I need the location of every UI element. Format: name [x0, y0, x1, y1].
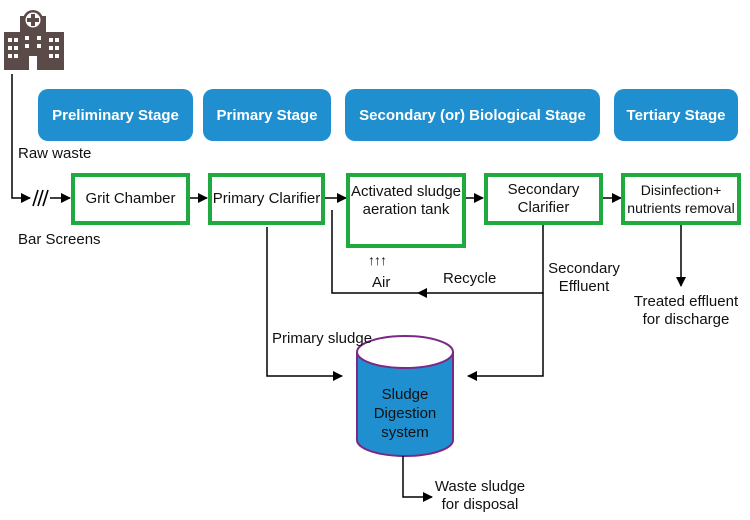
stage-secondary: Secondary (or) Biological Stage — [345, 89, 600, 141]
bar-screens-label: Bar Screens — [18, 231, 101, 248]
digestion-tank — [356, 335, 454, 457]
waste-sludge-label: Waste sludge for disposal — [434, 478, 526, 513]
primary-sludge-label: Primary sludge — [272, 330, 373, 347]
grit-chamber-box: Grit Chamber — [71, 173, 190, 225]
hospital-icon — [4, 10, 64, 70]
secondary-clarifier-box: Secondary Clarifier — [484, 173, 603, 225]
recycle-label: Recycle — [443, 270, 497, 287]
disinfection-box: Disinfection+ nutrients removal — [621, 173, 741, 225]
air-label: Air — [372, 274, 391, 291]
aeration-tank-box: Activated sludge aeration tank — [346, 173, 466, 248]
raw-waste-line — [11, 74, 31, 203]
air-bubbles-icon: ↑↑↑ — [368, 252, 387, 268]
primary-sludge-line — [266, 227, 343, 381]
secondary-sludge-line — [467, 293, 544, 381]
stage-preliminary: Preliminary Stage — [38, 89, 193, 141]
treated-effluent-label: Treated effluent for discharge — [633, 293, 739, 328]
bar-screen-icon — [32, 189, 49, 207]
stage-tertiary: Tertiary Stage — [614, 89, 738, 141]
recycle-return-line — [331, 210, 418, 294]
stage-primary: Primary Stage — [203, 89, 331, 141]
raw-waste-label: Raw waste — [18, 145, 92, 162]
primary-clarifier-box: Primary Clarifier — [208, 173, 325, 225]
waste-sludge-arrow — [402, 456, 433, 502]
sludge-digestion-label: Sludge Digestion system — [373, 386, 437, 441]
secondary-effluent-label: Secondary Effluent — [548, 260, 620, 295]
